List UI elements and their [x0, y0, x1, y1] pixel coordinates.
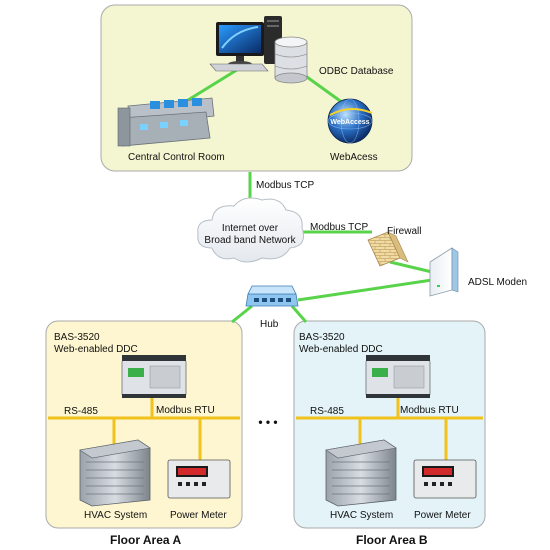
database-icon: [274, 36, 308, 84]
meter-label: Power Meter: [170, 510, 227, 521]
network-links: [179, 66, 433, 324]
link-hub-to-area-a: [231, 304, 253, 324]
ddc-label-line2: Web-enabled DDC: [299, 344, 383, 355]
floor-area-b-title: Floor Area B: [356, 533, 428, 547]
hvac-unit-icon: [79, 439, 151, 507]
ddc-controller-icon: [365, 355, 431, 398]
power-meter-icon: [167, 459, 231, 499]
floor-area-a: BAS-3520 Web-enabled DDC RS-485 Modbus R…: [48, 332, 240, 521]
power-meter-icon: [413, 459, 477, 499]
database-label: ODBC Database: [319, 66, 394, 77]
internet-label-line2: Broad band Network: [204, 235, 296, 246]
webaccess-label: WebAcess: [330, 152, 378, 163]
link-modem-to-hub: [297, 278, 433, 302]
modbus-tcp-upper-label: Modbus TCP: [256, 180, 315, 191]
adsl-modem-icon: [429, 247, 459, 297]
webaccess-globe-icon: WebAccess: [327, 98, 373, 144]
ddc-label-line1: BAS-3520: [54, 332, 100, 343]
modem-label: ADSL Moden: [468, 277, 527, 288]
control-room-label: Central Control Room: [128, 152, 225, 163]
rs485-label: RS-485: [310, 406, 344, 417]
hvac-unit-icon: [325, 439, 397, 507]
meter-label: Power Meter: [414, 510, 471, 521]
webaccess-logo-text: WebAccess: [330, 119, 369, 126]
internet-cloud-icon: [197, 197, 304, 263]
link-pc-to-controlroom: [179, 66, 241, 107]
rs485-label: RS-485: [64, 406, 98, 417]
internet-label-line1: Internet over: [222, 223, 279, 234]
hvac-label: HVAC System: [84, 510, 147, 521]
ddc-label-line1: BAS-3520: [299, 332, 345, 343]
modbus-tcp-lower-label: Modbus TCP: [310, 222, 369, 233]
firewall-label: Firewall: [387, 226, 421, 237]
floor-area-a-title: Floor Area A: [110, 533, 181, 547]
link-firewall-to-modem: [389, 260, 433, 274]
hvac-label: HVAC System: [330, 510, 393, 521]
ddc-controller-icon: [121, 355, 187, 398]
hub-icon: [245, 285, 299, 307]
modbus-rtu-label: Modbus RTU: [400, 405, 459, 416]
modbus-rtu-label: Modbus RTU: [156, 405, 215, 416]
more-areas-ellipsis: • • •: [258, 415, 277, 429]
floor-area-b: BAS-3520 Web-enabled DDC RS-485 Modbus R…: [296, 332, 483, 521]
ddc-label-line2: Web-enabled DDC: [54, 344, 138, 355]
hub-label: Hub: [260, 319, 279, 330]
control-room-console-icon: [117, 97, 215, 147]
link-hub-to-area-b: [290, 305, 308, 323]
firewall-icon: [367, 231, 409, 267]
